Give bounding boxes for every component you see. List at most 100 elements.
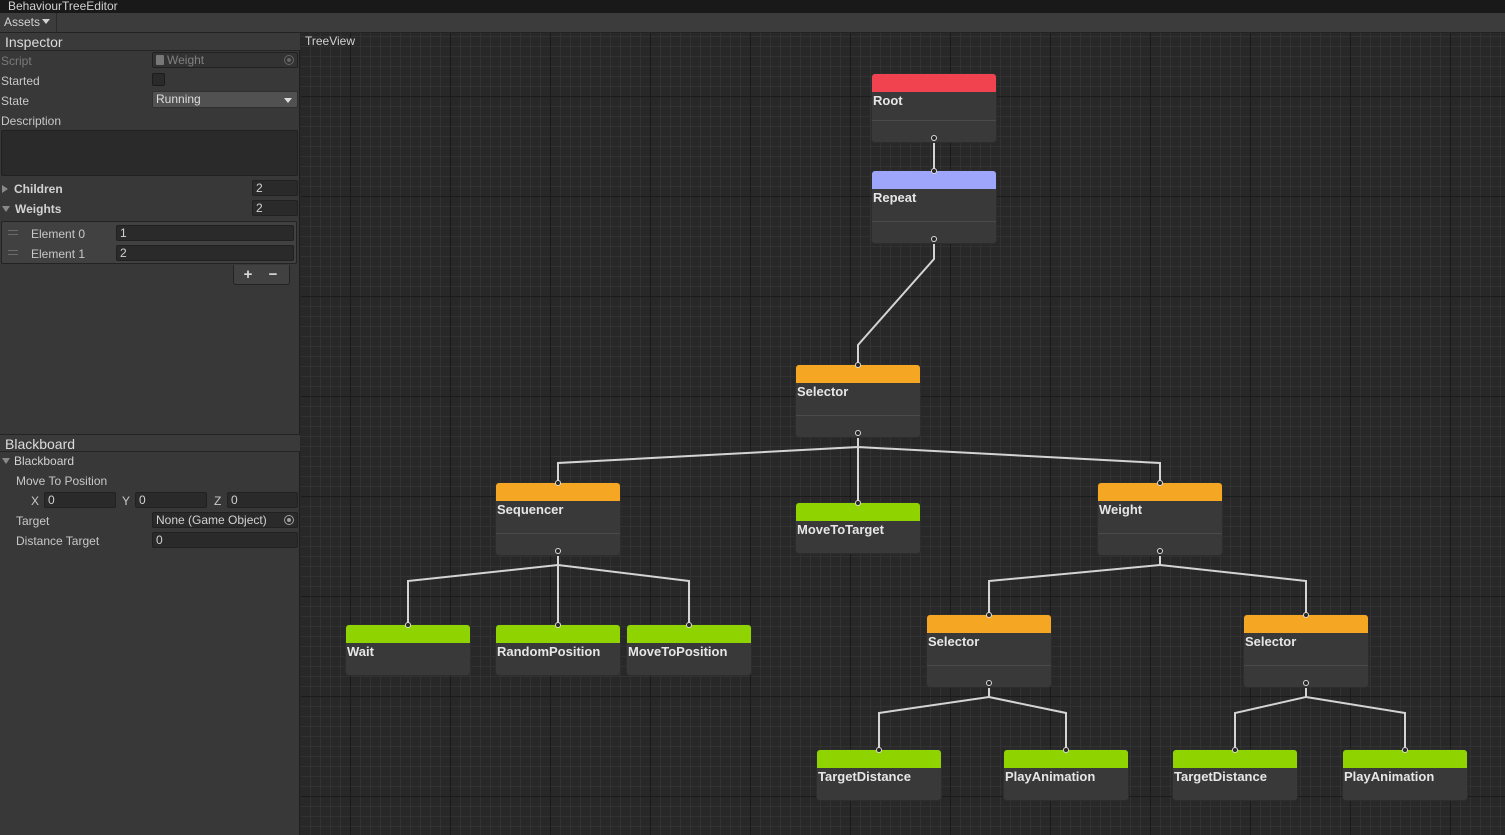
weights-count-field[interactable]: 2 — [252, 200, 298, 216]
output-port[interactable] — [1157, 548, 1163, 554]
script-icon — [156, 55, 164, 65]
assets-menu-button[interactable]: Assets — [0, 13, 57, 32]
children-foldout[interactable]: Children — [2, 181, 63, 197]
input-port[interactable] — [1232, 747, 1238, 753]
y-label: Y — [122, 494, 131, 508]
input-port[interactable] — [555, 480, 561, 486]
element-0-label: Element 0 — [31, 227, 86, 241]
output-port[interactable] — [931, 135, 937, 141]
children-count-field[interactable]: 2 — [252, 180, 298, 196]
chevron-down-icon — [284, 98, 292, 103]
tree-edge — [1234, 683, 1307, 750]
distance-target-field[interactable]: 0 — [152, 532, 298, 548]
node-header-bar — [496, 625, 620, 643]
node-header-bar — [1004, 750, 1128, 768]
input-port[interactable] — [931, 168, 937, 174]
tree-node-movetoposition[interactable]: MoveToPosition — [627, 622, 751, 675]
tree-node-playanimation[interactable]: PlayAnimation — [1343, 747, 1467, 800]
tree-edge — [988, 683, 1067, 750]
tree-node-targetdistance[interactable]: TargetDistance — [1173, 747, 1297, 800]
chevron-down-icon — [2, 206, 10, 212]
node-title: Root — [873, 93, 903, 108]
state-dropdown[interactable]: Running — [152, 91, 298, 108]
input-port[interactable] — [1402, 747, 1408, 753]
input-port[interactable] — [1303, 612, 1309, 618]
started-checkbox[interactable] — [152, 73, 165, 86]
script-value: Weight — [167, 53, 205, 67]
input-port[interactable] — [986, 612, 992, 618]
input-port[interactable] — [1157, 480, 1163, 486]
left-panel: Inspector Script Weight Started State Ru… — [0, 33, 300, 835]
started-label: Started — [1, 74, 40, 88]
tree-node-randomposition[interactable]: RandomPosition — [496, 622, 620, 675]
tree-node-wait[interactable]: Wait — [346, 622, 470, 675]
distance-target-label: Distance Target — [16, 534, 100, 548]
z-field[interactable]: 0 — [227, 492, 298, 508]
node-header-bar — [1343, 750, 1467, 768]
drag-handle-icon[interactable] — [8, 250, 18, 255]
y-field[interactable]: 0 — [135, 492, 207, 508]
x-field[interactable]: 0 — [44, 492, 116, 508]
output-port[interactable] — [931, 236, 937, 242]
state-value: Running — [156, 92, 201, 106]
tree-node-weight[interactable]: Weight — [1098, 480, 1222, 555]
node-divider — [872, 120, 996, 121]
add-element-button[interactable]: + — [243, 266, 253, 283]
treeview-title: TreeView — [305, 34, 356, 48]
object-picker-icon[interactable] — [284, 515, 294, 525]
tree-node-selector[interactable]: Selector — [796, 362, 920, 437]
tree-node-selector[interactable]: Selector — [1244, 612, 1368, 687]
node-title: Weight — [1099, 502, 1143, 517]
description-textarea[interactable] — [1, 130, 298, 176]
node-title: Selector — [797, 384, 849, 399]
output-port[interactable] — [555, 548, 561, 554]
tree-edge — [988, 551, 1161, 615]
node-header-bar — [796, 365, 920, 383]
input-port[interactable] — [876, 747, 882, 753]
tree-node-sequencer[interactable]: Sequencer — [496, 480, 620, 555]
chevron-down-icon — [42, 19, 51, 24]
target-value: None (Game Object) — [156, 513, 267, 527]
node-divider — [1098, 533, 1222, 534]
tree-node-playanimation[interactable]: PlayAnimation — [1004, 747, 1128, 800]
output-port[interactable] — [1303, 680, 1309, 686]
node-header-bar — [1173, 750, 1297, 768]
output-port[interactable] — [986, 680, 992, 686]
input-port[interactable] — [855, 362, 861, 368]
tree-node-selector[interactable]: Selector — [927, 612, 1051, 687]
target-field[interactable]: None (Game Object) — [152, 512, 298, 528]
input-port[interactable] — [1063, 747, 1069, 753]
node-title: MoveToPosition — [628, 644, 728, 659]
window-titlebar: BehaviourTreeEditor — [0, 0, 1505, 13]
node-divider — [872, 221, 996, 222]
drag-handle-icon[interactable] — [8, 230, 18, 235]
input-port[interactable] — [555, 622, 561, 628]
tree-edge — [557, 551, 690, 625]
weights-foldout[interactable]: Weights — [2, 201, 61, 217]
output-port[interactable] — [855, 430, 861, 436]
input-port[interactable] — [686, 622, 692, 628]
remove-element-button[interactable]: − — [268, 266, 278, 283]
tree-node-movetotarget[interactable]: MoveToTarget — [796, 500, 920, 553]
tree-edge — [1159, 551, 1307, 615]
node-title: Repeat — [873, 190, 917, 205]
node-divider — [927, 665, 1051, 666]
input-port[interactable] — [405, 622, 411, 628]
tree-node-root[interactable]: Root — [872, 74, 996, 142]
element-0-field[interactable]: 1 — [116, 225, 294, 241]
element-1-label: Element 1 — [31, 247, 86, 261]
node-title: Sequencer — [497, 502, 564, 517]
element-1-field[interactable]: 2 — [116, 245, 294, 261]
input-port[interactable] — [855, 500, 861, 506]
assets-menu-label: Assets — [4, 15, 41, 29]
tree-node-repeat[interactable]: Repeat — [872, 168, 996, 243]
weights-list: Element 0 1 Element 1 2 — [1, 221, 297, 264]
script-field: Weight — [152, 52, 298, 68]
node-title: Selector — [928, 634, 980, 649]
node-header-bar — [796, 503, 920, 521]
script-label: Script — [1, 54, 32, 68]
blackboard-foldout[interactable]: Blackboard — [2, 453, 74, 469]
tree-node-targetdistance[interactable]: TargetDistance — [817, 747, 941, 800]
node-divider — [496, 533, 620, 534]
